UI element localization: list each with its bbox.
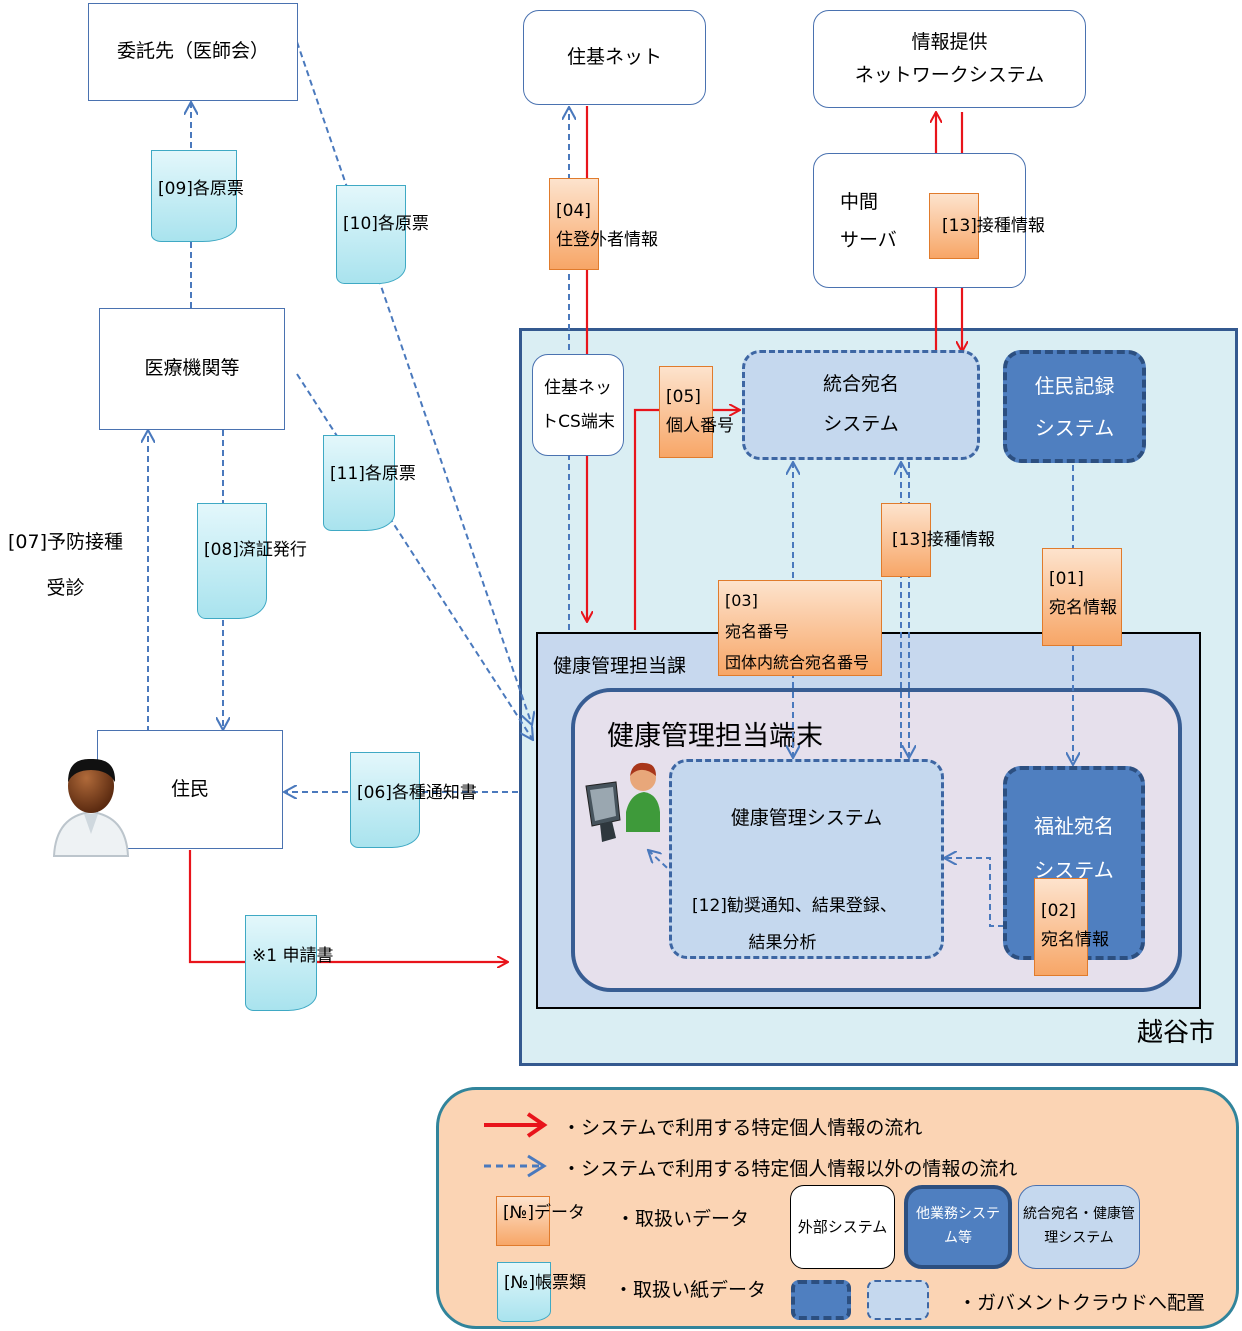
label-07-line2: 受診: [46, 576, 85, 599]
legend-red-flow: ・システムで利用する特定個人情報の流れ: [562, 1117, 923, 1139]
note-1-application: ※1 申請書: [245, 915, 334, 1011]
doc-13b-label: [13]接種情報: [892, 526, 995, 555]
togo-atena-line2: システム: [823, 413, 899, 435]
legend-cloud: ・ガバメントクラウドへ配置: [958, 1292, 1206, 1314]
legend-data-sample-label: [№]データ: [503, 1203, 585, 1223]
ishikai-box: 委託先（医師会）: [88, 3, 298, 101]
jumin-kiroku-system: 住民記録 システム: [1003, 350, 1146, 463]
task-line1: [12]勧奨通知、結果登録、: [692, 896, 897, 916]
joho-teikyo-line1: 情報提供: [911, 30, 988, 53]
joho-teikyo-line2: ネットワークシステム: [854, 64, 1045, 86]
chukan-line1: 中間: [840, 190, 879, 213]
doc-04-line2: 住登外者情報: [556, 229, 658, 250]
doc-01: [01] 宛名情報: [1042, 548, 1122, 646]
doc-02: [02] 宛名情報: [1034, 878, 1109, 976]
doc-13a: [13]接種情報: [929, 193, 1045, 259]
label-07-line1: [07]予防接種: [8, 531, 124, 553]
iryo-kikan-box: 医療機関等: [99, 308, 285, 430]
joho-teikyo-box: 情報提供 ネットワークシステム: [813, 10, 1086, 108]
doc-02-line2: 宛名情報: [1041, 929, 1109, 950]
legend-cloud-light: [867, 1280, 929, 1320]
juki-net-box: 住基ネット: [523, 10, 706, 105]
operator-pc-icon: [585, 762, 660, 842]
togo-atena-line1: 統合宛名: [822, 373, 899, 396]
kenko-kanri-system: 健康管理システム: [669, 759, 944, 959]
section-label: 健康管理担当課: [553, 655, 687, 677]
legend-paper-desc: ・取扱い紙データ: [614, 1279, 767, 1301]
cs-terminal-line1: 住基ネッ: [544, 378, 612, 398]
legend-data-desc: ・取扱いデータ: [616, 1208, 750, 1230]
jumin-kiroku-line2: システム: [1034, 415, 1115, 440]
doc-11-label: [11]各原票: [330, 464, 416, 484]
legend-paper-sample: [№]帳票類: [497, 1262, 586, 1322]
task-label: [12]勧奨通知、結果登録、 結果分析: [692, 888, 897, 963]
legend-arrow-icons: [484, 1112, 548, 1178]
chukan-server-box: 中間 サーバ: [813, 153, 1026, 288]
doc-08-label: [08]済証発行: [204, 540, 307, 560]
togo-atena-system: 統合宛名 システム: [742, 350, 980, 460]
label-07: [07]予防接種 受診: [8, 520, 123, 611]
task-line2: 結果分析: [748, 933, 817, 954]
doc-06: [06]各種通知書: [350, 752, 477, 848]
jumin-box: 住民: [97, 730, 283, 849]
note-1-label: ※1 申請書: [252, 946, 334, 966]
legend-togo-kenko: 統合宛名・健康管理システム: [1018, 1185, 1140, 1269]
city-name: 越谷市: [1137, 1018, 1216, 1048]
doc-05-line2: 個人番号: [666, 415, 734, 436]
doc-01-line2: 宛名情報: [1049, 597, 1117, 618]
doc-10-label: [10]各原票: [343, 214, 429, 234]
doc-02-line1: [02]: [1041, 901, 1076, 921]
cs-terminal-line2: トCS端末: [541, 412, 615, 432]
legend-external-system: 外部システム: [790, 1185, 895, 1269]
legend-data-sample: [№]データ: [496, 1196, 585, 1246]
legend-blue-flow: ・システムで利用する特定個人情報以外の情報の流れ: [562, 1158, 1018, 1180]
resident-person-icon: [52, 758, 130, 857]
doc-09-label: [09]各原票: [158, 179, 244, 199]
chukan-line2: サーバ: [840, 228, 897, 251]
doc-03-line3: 団体内統合宛名番号: [725, 653, 870, 673]
doc-01-line1: [01]: [1049, 569, 1084, 589]
legend-cloud-dark: [791, 1280, 851, 1320]
doc-10: [10]各原票: [336, 185, 429, 284]
doc-13b: [13]接種情報: [881, 503, 995, 577]
doc-03: [03] 宛名番号 団体内統合宛名番号: [718, 580, 882, 676]
doc-08: [08]済証発行: [197, 503, 307, 619]
kenko-system-label: 健康管理システム: [730, 807, 883, 829]
doc-05-line1: [05]: [666, 387, 701, 407]
doc-06-label: [06]各種通知書: [357, 783, 477, 803]
doc-04-line1: [04]: [556, 201, 591, 221]
doc-13a-label: [13]接種情報: [942, 212, 1045, 241]
legend-paper-sample-label: [№]帳票類: [504, 1273, 586, 1293]
doc-05: [05] 個人番号: [659, 366, 734, 458]
doc-11: [11]各原票: [323, 435, 416, 531]
doc-03-line2: 宛名番号: [725, 622, 790, 642]
doc-04: [04] 住登外者情報: [549, 178, 658, 270]
doc-03-line1: [03]: [725, 591, 758, 610]
jumin-kiroku-line1: 住民記録: [1034, 373, 1115, 398]
fukushi-line1: 福祉宛名: [1034, 814, 1114, 838]
legend-other-system: 他業務システム等: [904, 1185, 1012, 1269]
doc-09: [09]各原票: [151, 150, 244, 242]
cs-terminal-box: 住基ネッ トCS端末: [532, 354, 624, 456]
